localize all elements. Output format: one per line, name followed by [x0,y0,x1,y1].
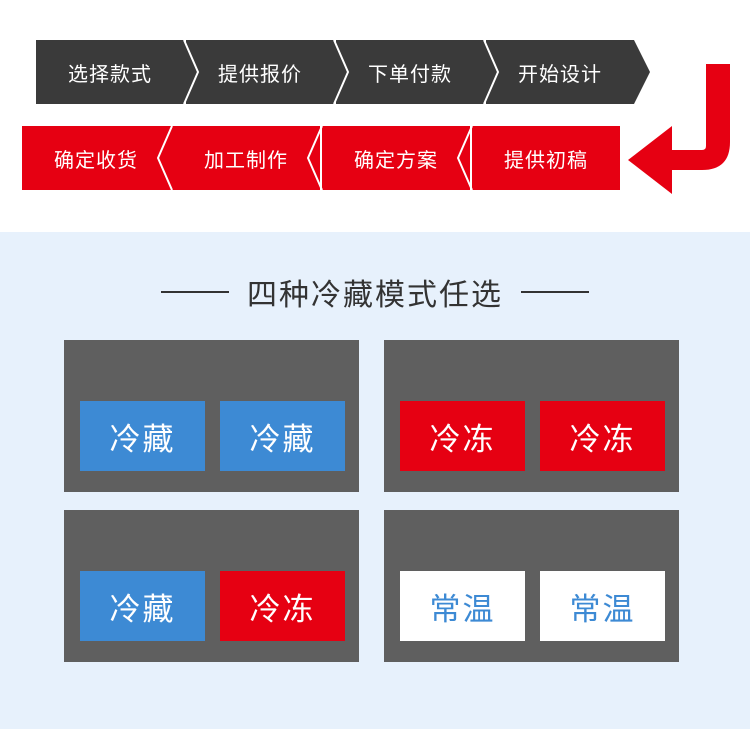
mode-tile-room-temperature: 常温 [400,571,525,641]
mode-tile-freeze: 冷冻 [540,401,665,471]
process-step-confirm-receipt: 确定收货 [22,126,170,190]
title-line-left [161,291,229,293]
process-step-confirm-plan: 确定方案 [322,126,470,190]
mode-tile-refrigerate: 冷藏 [80,401,205,471]
mode-panel-freeze-freeze: 冷冻 冷冻 [384,340,679,492]
mode-tile-refrigerate: 冷藏 [220,401,345,471]
chevron-tip-4 [634,40,650,104]
mode-panel-refrigerate-refrigerate: 冷藏 冷藏 [64,340,359,492]
title-line-right [521,291,589,293]
process-chevrons [156,39,730,194]
process-step-choose-style: 选择款式 [36,40,184,104]
storage-modes-section: 四种冷藏模式任选 冷藏 冷藏 冷冻 冷冻 冷藏 冷冻 常温 常温 [0,232,750,729]
process-step-manufacture: 加工制作 [172,126,320,190]
mode-tile-freeze: 冷冻 [220,571,345,641]
mode-tile-freeze: 冷冻 [400,401,525,471]
section-title: 四种冷藏模式任选 [0,272,750,313]
mode-tile-refrigerate: 冷藏 [80,571,205,641]
process-step-pay: 下单付款 [336,40,484,104]
process-step-quote: 提供报价 [186,40,334,104]
mode-panel-room-temperature: 常温 常温 [384,510,679,662]
mode-panel-refrigerate-freeze: 冷藏 冷冻 [64,510,359,662]
process-step-start-design: 开始设计 [486,40,634,104]
section-title-text: 四种冷藏模式任选 [247,278,503,313]
curved-arrow-icon [628,64,730,194]
process-flow: 选择款式 提供报价 下单付款 开始设计 确定收货 加工制作 确定方案 提供初稿 [0,0,750,232]
process-step-first-draft: 提供初稿 [472,126,620,190]
mode-tile-room-temperature: 常温 [540,571,665,641]
